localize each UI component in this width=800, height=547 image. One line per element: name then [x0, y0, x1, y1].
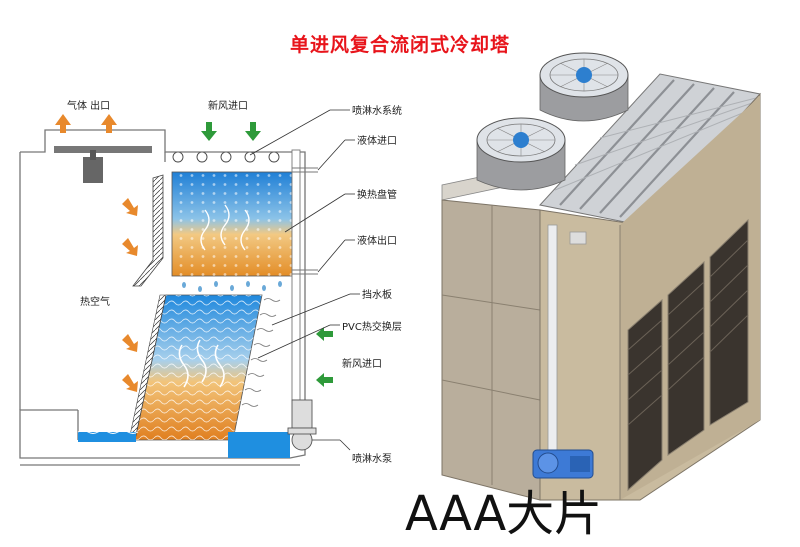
arrow-down-icon	[201, 122, 261, 141]
drift-eliminator	[241, 298, 281, 407]
fresh-air-inlet-side-label: 新风进口	[342, 359, 382, 370]
arrow-left-icon	[316, 327, 333, 387]
water-basin-left	[78, 432, 136, 442]
gas-outlet-label: 气体 出口	[67, 101, 111, 112]
water-basin-right	[228, 432, 290, 458]
spray-nozzle-icon	[172, 151, 280, 163]
fan-icon	[476, 52, 629, 191]
fresh-air-inlet-top-label: 新风进口	[208, 101, 248, 112]
tower-casing	[19, 129, 306, 459]
riser-pipe	[547, 224, 558, 461]
fan-motor-icon	[83, 157, 103, 183]
heat-exchange-coil-label: 换热盘管	[357, 190, 397, 201]
upper-drift-eliminator	[132, 174, 164, 287]
hot-air-label: 热空气	[80, 297, 110, 308]
figure-title: 单进风复合流闭式冷却塔	[289, 34, 510, 56]
pump-icon	[532, 449, 594, 479]
fan-blade-icon	[54, 146, 152, 153]
arrow-up-icon	[55, 114, 117, 133]
tower-3d-render	[441, 52, 761, 501]
spray-system-label: 喷淋水系统	[352, 106, 402, 117]
pvc-fill-label: PVC热交换层	[342, 322, 402, 333]
arrow-up-icon	[122, 198, 138, 392]
liquid-inlet-label: 液体进口	[357, 136, 397, 147]
watermark-text: AAA大片	[405, 486, 603, 542]
air-inlet-louvres	[627, 218, 749, 492]
pump-icon	[287, 399, 317, 451]
spray-pump-label: 喷淋水泵	[352, 454, 392, 465]
liquid-outlet-label: 液体出口	[357, 236, 397, 247]
drift-eliminator-label: 挡水板	[362, 290, 392, 301]
tower-front-face	[441, 199, 541, 501]
